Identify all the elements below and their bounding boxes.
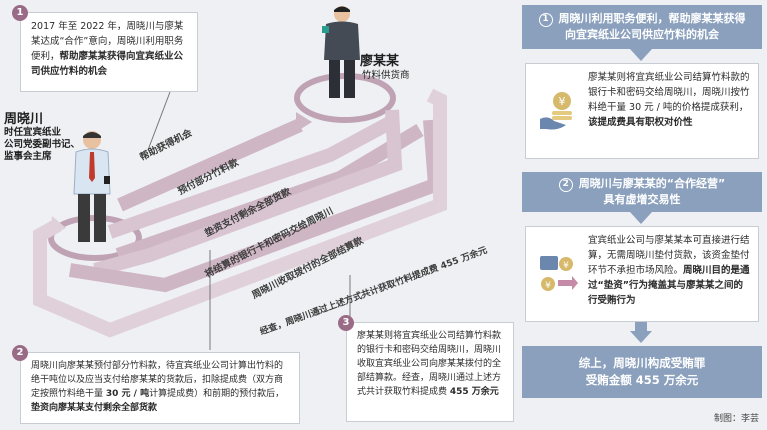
panel-1-bold: 该提成费具有职权对价性 — [588, 117, 693, 128]
note-3-badge: 3 — [338, 315, 354, 331]
zhou-title-3: 监事会主席 — [4, 151, 52, 162]
note-2-card: 周晓川向廖某某预付部分竹料款，待宜宾纸业公司计算出竹料的绝干吨位以及应当支付给廖… — [20, 352, 300, 424]
band-1 — [117, 118, 303, 212]
panel-2-bold: 周晓川目的是通过“垫资”行为掩盖其与廖某某之间的行受贿行为 — [588, 265, 750, 306]
note-3-text: 廖某某则将宜宾纸业公司结算竹料款的银行卡和密码交给周晓川，周晓川收取宜宾纸业公司… — [357, 331, 502, 397]
arrowhead-1 — [296, 112, 312, 132]
panel-2-header: 2 周晓川与廖某某的“合作经营” 具有虚增交易性 — [522, 172, 762, 212]
note-2-text-2: 计算提成费）和前期的预付款后， — [149, 389, 285, 399]
band-5 — [68, 119, 443, 293]
note-1-text: 2017 年至 2022 年，周晓川与廖某某达成“合作”意向，周晓川利用职务便利… — [31, 21, 184, 62]
panel-2-arrow — [630, 212, 652, 224]
zhou-name: 周晓川 — [4, 112, 44, 127]
panel-1-header: 1 周晓川利用职务便利，帮助廖某某获得 向宜宾纸业公司供应竹料的机会 — [522, 5, 762, 49]
note-2-bold-2: 垫资向廖某某支付剩余全部货款 — [31, 403, 158, 413]
credit: 制图：李芸 — [713, 414, 759, 424]
band-6 — [33, 88, 447, 338]
panel-1-arrow — [630, 49, 652, 61]
conclusion-arrow-stem — [635, 322, 647, 332]
panel-2-num: 2 — [558, 178, 573, 192]
note-2-bold-1: 30 元 / 吨 — [105, 389, 150, 399]
zhou-figure — [73, 131, 111, 242]
arrowhead-6 — [50, 216, 66, 236]
connector-1 — [147, 91, 171, 151]
note-1-badge: 1 — [12, 5, 28, 21]
conclusion-line-1: 综上，周晓川构成受贿罪 — [578, 356, 706, 370]
liao-name: 廖某某 — [360, 54, 400, 69]
panel-2-body: ¥ ¥ 宜宾纸业公司与廖某某本可直接进行结算，无需周晓川垫付货款，该资金垫付环节… — [525, 226, 759, 322]
svg-text:¥: ¥ — [563, 261, 569, 271]
band-2 — [107, 113, 399, 239]
note-2-text: 周晓川向廖某某预付部分竹料款，待宜宾纸业公司计算出竹料的绝干吨位以及应当支付给廖… — [31, 361, 284, 399]
note-2-badge: 2 — [12, 345, 28, 361]
conclusion-line-2: 受贿金额 455 万余元 — [585, 373, 699, 387]
note-1-bold: 帮助廖某某获得向宜宾纸业公司供应竹料的机会 — [31, 51, 184, 77]
svg-text:¥: ¥ — [559, 95, 566, 108]
panel-1-body: ¥ 廖某某则将宜宾纸业公司结算竹料款的银行卡和密码交给周晓川，周晓川按竹料绝干量… — [525, 63, 759, 159]
svg-text:¥: ¥ — [545, 281, 551, 291]
band-4 — [93, 109, 403, 277]
panel-1-text: 廖某某则将宜宾纸业公司结算竹料款的银行卡和密码交给周晓川，周晓川按竹料绝干量 3… — [588, 72, 750, 113]
liao-title: 竹料供货商 — [362, 70, 410, 81]
panel-1-num: 1 — [538, 13, 553, 27]
money-hand-icon: ¥ — [540, 92, 572, 130]
liao-figure — [322, 6, 360, 98]
conclusion-arrow — [630, 331, 652, 343]
zhou-title-2: 公司党委副书记、 — [4, 139, 81, 150]
panel-1-head-2: 向宜宾纸业公司供应竹料的机会 — [565, 28, 719, 41]
panel-1-head-1: 周晓川利用职务便利，帮助廖某某获得 — [558, 12, 746, 25]
note-3-card: 廖某某则将宜宾纸业公司结算竹料款的银行卡和密码交给周晓川，周晓川收取宜宾纸业公司… — [346, 322, 514, 422]
note-1-card: 2017 年至 2022 年，周晓川与廖某某达成“合作”意向，周晓川利用职务便利… — [20, 12, 198, 92]
panel-2-text: 宜宾纸业公司与廖某某本可直接进行结算，无需周晓川垫付货款，该资金垫付环节不承担市… — [588, 235, 750, 276]
zhou-title-1: 时任宜宾纸业 — [4, 127, 62, 138]
panel-2-head-1: 周晓川与廖某某的“合作经营” — [578, 177, 726, 190]
note-3-bold: 455 万余元 — [449, 387, 499, 397]
conclusion-box: 综上，周晓川构成受贿罪 受贿金额 455 万余元 — [522, 346, 762, 398]
panel-2-head-2: 具有虚增交易性 — [603, 193, 681, 206]
money-flow-icon: ¥ ¥ — [540, 256, 578, 291]
